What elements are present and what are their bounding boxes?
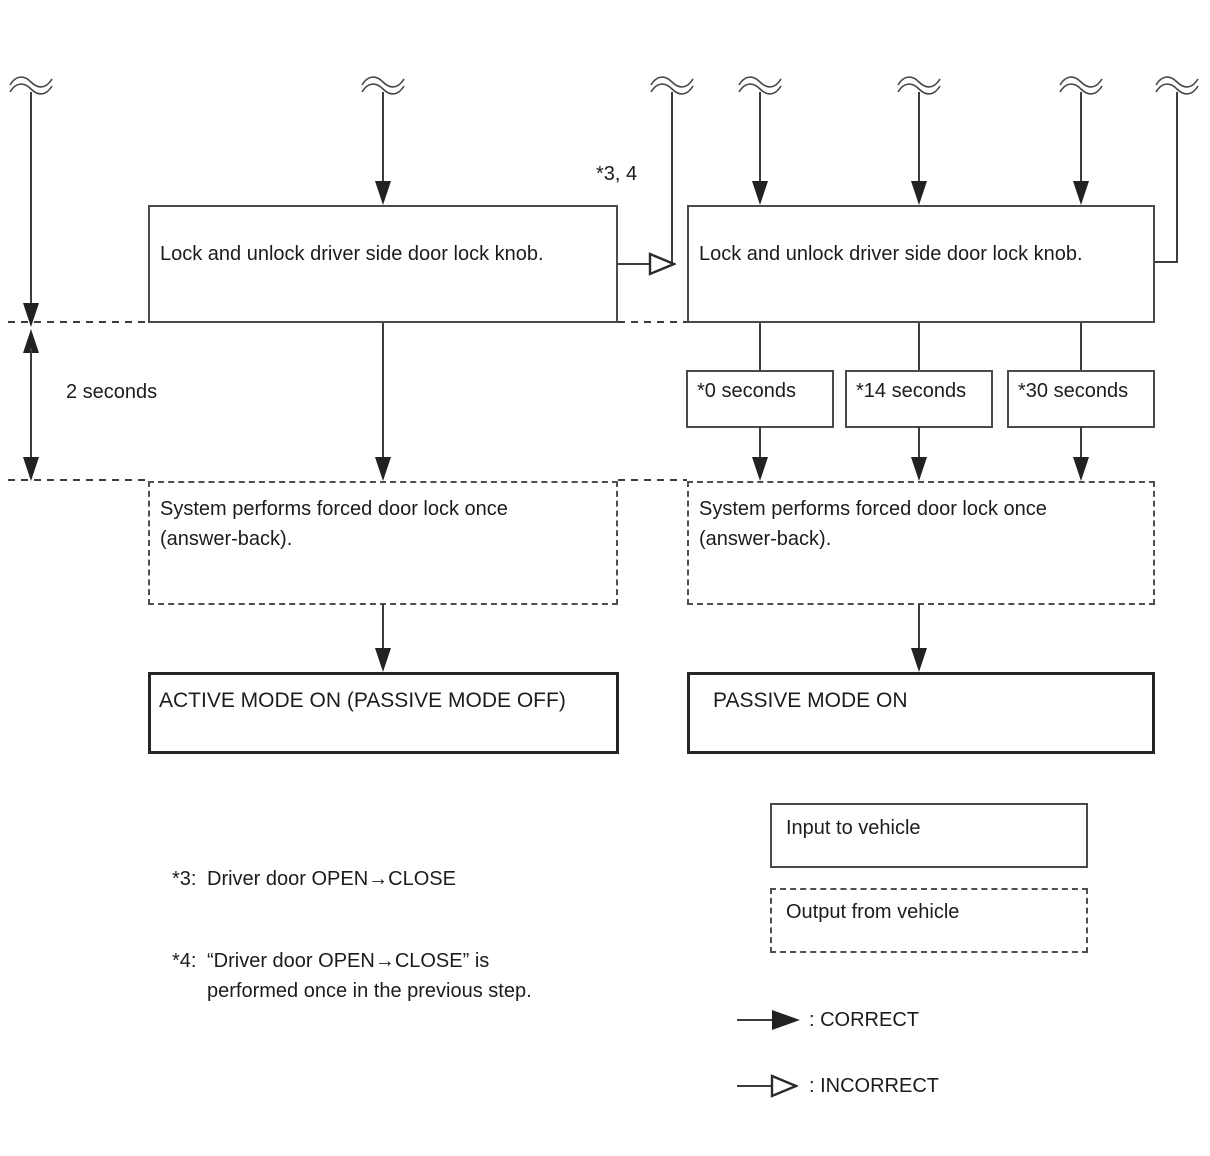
flow-line — [1080, 92, 1082, 182]
flow-line — [759, 323, 761, 372]
flow-line — [382, 604, 384, 649]
arrow-down-icon — [911, 648, 927, 672]
passive-mode-box: PASSIVE MODE ON — [687, 672, 1155, 754]
legend-incorrect-text: : INCORRECT — [809, 1075, 939, 1097]
return-line — [671, 92, 673, 266]
right-result-line2: (answer-back). — [699, 528, 832, 550]
arrow-down-icon — [1073, 457, 1089, 481]
flow-line — [1080, 426, 1082, 459]
delay-box-0s: *0 seconds — [686, 370, 834, 428]
line-break-icon — [650, 76, 694, 95]
return-line — [1176, 92, 1178, 262]
flow-line — [1080, 323, 1082, 372]
incorrect-connector-line — [618, 263, 650, 265]
arrow-down-icon — [375, 648, 391, 672]
flow-line — [918, 604, 920, 649]
line-break-icon — [1059, 76, 1103, 95]
flow-line — [918, 92, 920, 182]
legend-input-box: Input to vehicle — [770, 803, 1088, 868]
delay-box-14s: *14 seconds — [845, 370, 993, 428]
legend-correct-text: : CORRECT — [809, 1009, 919, 1031]
line-break-icon — [361, 76, 405, 95]
flow-line — [382, 92, 384, 182]
line-break-icon — [1155, 76, 1199, 95]
passive-mode-text: PASSIVE MODE ON — [713, 689, 908, 712]
arrow-down-icon — [375, 457, 391, 481]
right-result-line1: System performs forced door lock once — [699, 498, 1047, 520]
left-result-box: System performs forced door lock once (a… — [148, 481, 618, 605]
timing-label: 2 seconds — [66, 381, 158, 403]
timing-ref-line — [8, 321, 149, 323]
legend-input-text: Input to vehicle — [786, 817, 921, 839]
legend-output-text: Output from vehicle — [786, 901, 960, 923]
filled-arrow-right-icon — [772, 1010, 800, 1030]
open-arrow-right-icon — [648, 252, 676, 276]
open-arrow-right-icon — [770, 1074, 798, 1098]
arrow-down-icon — [23, 303, 39, 327]
flow-line — [759, 92, 761, 182]
flow-line — [918, 426, 920, 459]
dimension-line-upper — [30, 92, 32, 304]
legend-output-box: Output from vehicle — [770, 888, 1088, 953]
flow-line — [918, 323, 920, 372]
active-mode-text: ACTIVE MODE ON (PASSIVE MODE OFF) — [159, 689, 566, 712]
right-action-box: Lock and unlock driver side door lock kn… — [687, 205, 1155, 323]
active-mode-box: ACTIVE MODE ON (PASSIVE MODE OFF) — [148, 672, 619, 754]
left-result-line1: System performs forced door lock once — [160, 498, 508, 520]
left-action-box: Lock and unlock driver side door lock kn… — [148, 205, 618, 323]
line-break-icon — [9, 76, 53, 95]
footnote3-label: *3: — [172, 868, 197, 890]
right-result-box: System performs forced door lock once (a… — [687, 481, 1155, 605]
arrow-down-icon — [375, 181, 391, 205]
line-break-icon — [897, 76, 941, 95]
line-break-icon — [738, 76, 782, 95]
delay-box-30s-text: *30 seconds — [1018, 380, 1129, 402]
return-line — [1155, 261, 1178, 263]
arrow-up-icon — [23, 329, 39, 353]
footnote4-label: *4: — [172, 950, 197, 972]
footnote3-text: Driver door OPEN→CLOSE — [207, 868, 456, 890]
left-result-line2: (answer-back). — [160, 528, 293, 550]
arrow-down-icon — [752, 457, 768, 481]
connector-label: *3, 4 — [596, 163, 638, 185]
arrow-down-icon — [23, 457, 39, 481]
footnote4-line2: performed once in the previous step. — [207, 980, 532, 1002]
footnote4-line1: “Driver door OPEN→CLOSE” is — [207, 950, 490, 972]
timing-ref-line — [618, 479, 687, 481]
left-action-text: Lock and unlock driver side door lock kn… — [160, 243, 544, 265]
arrow-down-icon — [1073, 181, 1089, 205]
arrow-down-icon — [911, 181, 927, 205]
arrow-down-icon — [911, 457, 927, 481]
arrow-down-icon — [752, 181, 768, 205]
timing-ref-line — [8, 479, 149, 481]
flow-line — [382, 323, 384, 459]
right-action-text: Lock and unlock driver side door lock kn… — [699, 243, 1083, 265]
delay-box-30s: *30 seconds — [1007, 370, 1155, 428]
flow-line — [759, 426, 761, 459]
delay-box-14s-text: *14 seconds — [856, 380, 967, 402]
legend-correct-line — [737, 1019, 774, 1021]
legend-incorrect-line — [737, 1085, 774, 1087]
dimension-line-lower — [30, 348, 32, 458]
delay-box-0s-text: *0 seconds — [697, 380, 796, 402]
timing-ref-line — [618, 321, 687, 323]
